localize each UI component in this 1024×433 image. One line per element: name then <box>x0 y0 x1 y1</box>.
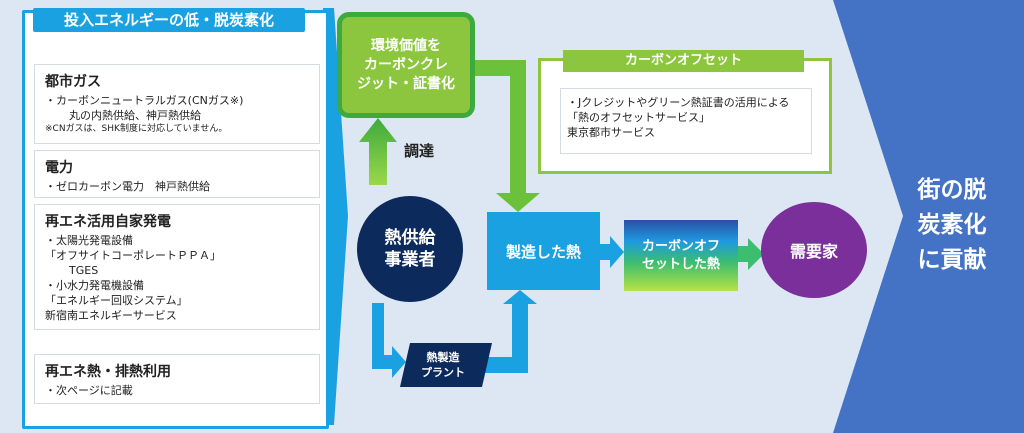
section-title: 再エネ熱・排熱利用 <box>45 364 171 380</box>
section-note: ※CNガスは、SHK制度に対応していません。 <box>45 124 228 134</box>
credit-arrow <box>467 60 540 212</box>
electricity-section: 電力 ・ゼロカーボン電力 神戸熱供給 <box>34 150 320 198</box>
self-generation-section: 再エネ活用自家発電 ・太陽光発電設備 「オフサイトコーポレートＰＰＡ」 TGES… <box>34 204 320 330</box>
env-value-line: ジット・証書化 <box>357 75 455 92</box>
env-value-line: 環境価値を <box>371 37 441 54</box>
offset-heat-node: カーボンオフ セットした熱 <box>624 220 738 291</box>
contribution-arrow <box>833 0 1024 433</box>
heat-supplier-node: 熱供給 事業者 <box>357 196 463 302</box>
section-line: 丸の内熱供給、神戸熱供給 <box>69 109 201 122</box>
carbon-offset-line: 東京都市サービス <box>567 126 655 139</box>
input-energy-title: 投入エネルギーの低・脱炭素化 <box>33 8 305 32</box>
customer-node: 需要家 <box>761 202 867 298</box>
section-line: ・次ページに記載 <box>45 384 133 397</box>
renewable-heat-section: 再エネ熱・排熱利用 ・次ページに記載 <box>34 354 320 404</box>
section-title: 再エネ活用自家発電 <box>45 214 171 230</box>
plant-line: 熱製造 <box>426 351 460 364</box>
section-title: 電力 <box>45 160 73 176</box>
heat-product-node: 製造した熱 <box>487 212 600 290</box>
product-offset-arrow <box>600 236 624 268</box>
procure-arrow <box>359 118 397 185</box>
section-line: ・カーボンニュートラルガス(CNガス※) <box>45 94 244 107</box>
env-value-box: 環境価値を カーボンクレ ジット・証書化 <box>337 12 475 118</box>
heat-supplier-line: 熱供給 <box>384 228 436 248</box>
offset-customer-arrow <box>738 238 764 270</box>
section-line: 「オフサイトコーポレートＰＰＡ」 <box>45 249 221 262</box>
env-value-line: カーボンクレ <box>364 56 448 73</box>
contribution-line: に貢献 <box>917 246 987 273</box>
input-chevron <box>323 8 348 425</box>
plant-line: プラント <box>421 366 465 379</box>
plant-product-arrow <box>484 290 537 373</box>
procure-label: 調達 <box>404 142 435 160</box>
offset-heat-line: セットした熱 <box>641 256 720 272</box>
plant-shape <box>400 343 492 387</box>
carbon-offset-body: ・Jクレジットやグリーン熱証書の活用による 「熱のオフセットサービス」 東京都市… <box>560 88 812 154</box>
plant-node: 熱製造 プラント <box>400 343 486 387</box>
carbon-offset-title: カーボンオフセット <box>563 50 804 72</box>
section-line: 「エネルギー回収システム」 <box>45 294 188 307</box>
section-line: ・太陽光発電設備 <box>45 234 133 247</box>
contribution-line: 街の脱 <box>917 176 987 203</box>
supplier-plant-arrow <box>372 303 406 378</box>
contribution-line: 炭素化 <box>917 211 987 238</box>
heat-supplier-line: 事業者 <box>384 250 436 270</box>
carbon-offset-line: ・Jクレジットやグリーン熱証書の活用による <box>567 96 790 109</box>
section-line: ・ゼロカーボン電力 神戸熱供給 <box>45 180 210 193</box>
offset-heat-line: カーボンオフ <box>641 238 720 254</box>
section-line: TGES <box>69 264 99 277</box>
carbon-offset-line: 「熱のオフセットサービス」 <box>567 111 710 124</box>
contribution-text: 街の脱 炭素化 に貢献 <box>880 150 1024 300</box>
section-title: 都市ガス <box>45 74 101 90</box>
city-gas-section: 都市ガス ・カーボンニュートラルガス(CNガス※) 丸の内熱供給、神戸熱供給 ※… <box>34 64 320 144</box>
section-line: ・小水力発電機設備 <box>45 279 144 292</box>
section-line: 新宿南エネルギーサービス <box>45 309 177 322</box>
